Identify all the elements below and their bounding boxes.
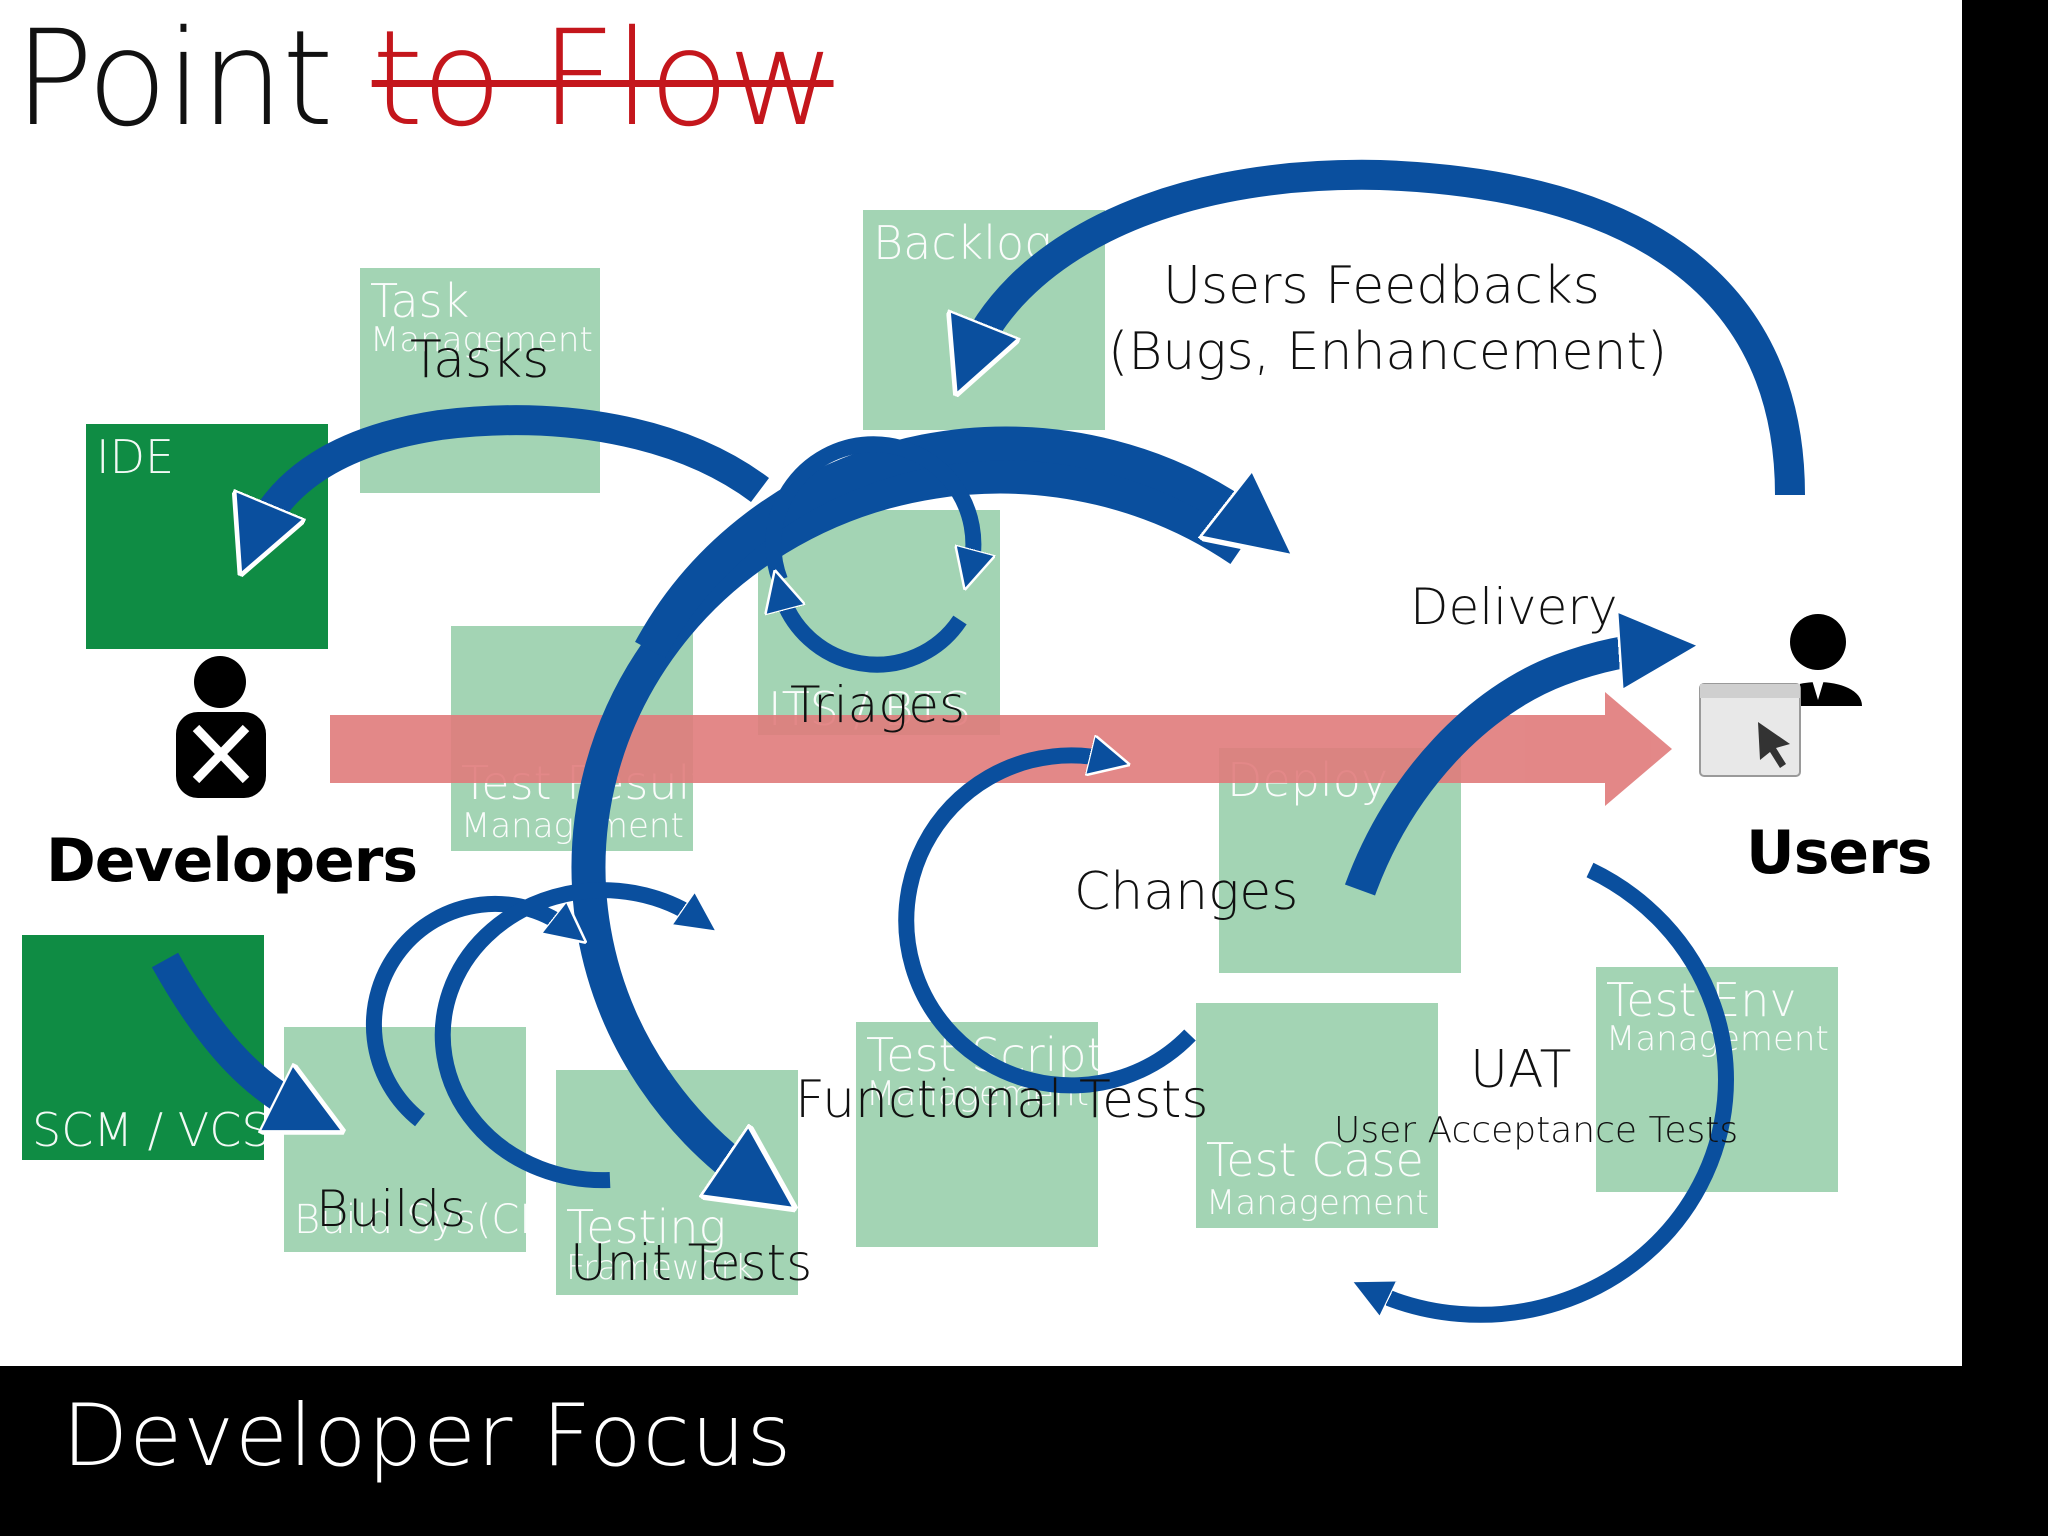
footer-bar: Developer Focus xyxy=(0,1366,2048,1536)
deploy-box: Deploy xyxy=(1219,748,1461,973)
triages-loop-back xyxy=(780,590,967,673)
delivery-arc xyxy=(1344,648,1660,896)
delivery-label: Delivery xyxy=(1410,578,1618,636)
unit-tests-loop xyxy=(434,882,700,1189)
title-struck-text: to Flow xyxy=(371,2,836,156)
task-box-title: Task xyxy=(370,274,470,328)
slide-title: Point to Flow xyxy=(14,2,836,156)
changes-label: Changes xyxy=(1074,862,1299,922)
uat-full-label: User Acceptance Tests xyxy=(1334,1110,1739,1151)
developers-label: Developers xyxy=(46,826,418,896)
developer-person-icon xyxy=(176,656,266,798)
tasks-arc xyxy=(255,405,769,540)
test-case-box-subtitle: Management xyxy=(1206,1183,1429,1223)
uat-label: UAT xyxy=(1470,1040,1572,1100)
triages-label: Triages xyxy=(790,676,966,734)
test-case-box-title: Test Case xyxy=(1206,1133,1424,1187)
testing-box-subtitle: Framework xyxy=(566,1248,755,1288)
scm-arc xyxy=(151,952,310,1115)
slide-canvas: Point to Flow Backlog Task Management ID… xyxy=(0,0,1962,1366)
ide-box-title: IDE xyxy=(96,430,175,484)
changes-loop xyxy=(898,755,1196,1094)
triages-loop xyxy=(765,436,973,580)
scm-box-title: SCM / VCS xyxy=(32,1103,271,1157)
unit-tests-label: Unit Tests xyxy=(570,1234,813,1292)
red-arrow-shaft xyxy=(330,715,1610,783)
functional-tests-label: Functional Tests xyxy=(795,1070,1209,1130)
test-result-box-subtitle: Management xyxy=(461,806,684,846)
task-management-box: Task Management xyxy=(360,268,600,493)
test-case-box: Test Case Management xyxy=(1196,1003,1438,1228)
build-box-title: Build Sys(CI) xyxy=(294,1197,547,1243)
developer-to-users-arrow xyxy=(330,692,1672,806)
bugs-enhancement-label: (Bugs, Enhancement) xyxy=(1108,322,1668,382)
users-feedback-arc xyxy=(970,159,1805,496)
backlog-box-title: Backlog xyxy=(873,216,1052,270)
builds-label: Builds xyxy=(316,1180,466,1238)
title-point: Point xyxy=(14,2,334,156)
footer-title: Developer Focus xyxy=(62,1386,793,1486)
users-feedbacks-label: Users Feedbacks xyxy=(1163,256,1600,316)
task-box-subtitle: Management xyxy=(370,320,593,360)
builds-loop xyxy=(365,895,570,1127)
uat-loop xyxy=(1370,862,1734,1323)
browser-window-icon xyxy=(1699,683,1801,777)
users-label: Users xyxy=(1746,818,1932,888)
tasks-label: Tasks xyxy=(410,330,550,390)
flow-diagram xyxy=(151,159,1862,1323)
red-arrow-head xyxy=(1605,692,1672,806)
